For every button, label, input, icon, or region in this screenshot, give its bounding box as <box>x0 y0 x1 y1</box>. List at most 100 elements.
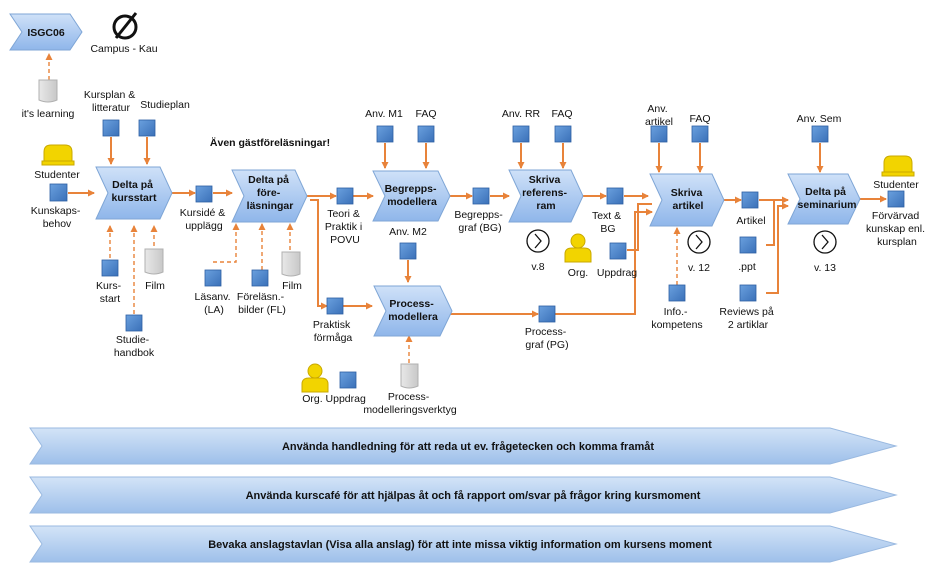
begreppsgraf-label-1: Begrepps- <box>454 209 503 221</box>
svg-text:Läsanv. (LA): Läsanv. (LA) <box>195 291 234 316</box>
svg-text:Reviews på 2 artiklar: Reviews på 2 artiklar <box>719 306 776 331</box>
begreppsgraf-label-2: graf (BG) <box>458 222 501 234</box>
doc-faq1 <box>417 125 435 143</box>
teori-label-1: Teori & <box>327 208 360 220</box>
kursstart-doc-label-1: Kurs- <box>96 280 122 292</box>
faq3-label: FAQ <box>689 113 710 125</box>
forvarvad-label-3: kursplan <box>877 236 917 248</box>
svg-text:Föreläsn.- bilder (FL): Föreläsn.- bilder (FL) <box>237 291 287 316</box>
banner-anslagstavla: Bevaka anslagstavlan (Visa alla anslag) … <box>29 525 898 563</box>
doc-faq2 <box>554 125 572 143</box>
svg-text:Teori & Praktik i: Teori & Praktik i POVU <box>325 208 365 246</box>
doc-studieplan <box>138 119 156 137</box>
doc-org-uppdrag1 <box>339 371 357 389</box>
referensram-line3: ram <box>536 200 555 212</box>
doc-kursstart <box>101 259 119 277</box>
forelasn-label-2: bilder (FL) <box>238 304 286 316</box>
tool-label-1: Process- <box>388 391 430 403</box>
seminarium-line1: Delta på <box>805 186 846 198</box>
studenter-end-label: Studenter <box>873 179 919 191</box>
film1-paper-icon <box>144 248 164 275</box>
kunskapsbehov-label-1: Kunskaps- <box>31 205 81 217</box>
svg-text:Kursplan & litteratur: Kursplan & litteratur <box>84 89 138 114</box>
info-label-2: kompetens <box>651 319 702 331</box>
praktisk-label-1: Praktisk <box>313 319 351 331</box>
kursplan-label-1: Kursplan & <box>84 89 135 101</box>
reviews-label-2: 2 artiklar <box>728 319 769 331</box>
person-icon-studenter-end <box>881 155 915 177</box>
forelasningar-line2: före- <box>257 187 281 199</box>
doc-begreppsgraf <box>472 187 490 205</box>
forelasn-label-1: Föreläsn.- <box>237 291 285 303</box>
org2-label: Org. <box>568 267 588 279</box>
ppt-label: .ppt <box>738 261 756 273</box>
clock-icon-v8 <box>526 229 550 253</box>
begrepp-line2: modellera <box>387 196 437 208</box>
uppdrag-label: Uppdrag <box>597 267 637 279</box>
svg-text:Skriva referens- r: Skriva referens- ram <box>522 174 570 212</box>
doc-forelasn <box>251 269 269 287</box>
paper-icons <box>144 248 419 389</box>
doc-text-bg <box>606 187 624 205</box>
svg-text:Info.- kompetens: Info.- kompetens <box>651 306 702 331</box>
svg-text:Kursidé & upplägg: Kursidé & upplägg <box>180 207 228 232</box>
campus-icon <box>112 12 138 40</box>
clock-icon-v12 <box>687 230 711 254</box>
film1-label: Film <box>145 280 165 292</box>
v13-label: v. 13 <box>814 262 836 274</box>
org-uppdrag1-label: Org. Uppdrag <box>302 393 366 405</box>
course-code-tag: ISGC06 <box>9 13 83 51</box>
seminarium-line2: seminarium <box>798 199 857 211</box>
anv-m2-label: Anv. M2 <box>389 226 427 238</box>
svg-text:Delta på seminarium: Delta på seminarium <box>798 186 857 211</box>
svg-text:Process- modellera: Process- modellera <box>388 298 438 323</box>
doc-kunskapsbehov <box>49 183 68 202</box>
tool-paper-icon <box>400 363 419 389</box>
processmod-line1: Process- <box>389 298 434 310</box>
lasanv-label-2: (LA) <box>204 304 224 316</box>
kursstart-line2: kursstart <box>112 192 157 204</box>
process-forelasningar: Delta på före- läsningar <box>231 169 308 223</box>
person-icon-org1 <box>301 363 329 393</box>
process-skriva-artikel: Skriva artikel <box>649 173 725 227</box>
banner-kurscafe-text: Använda kurscafé för att hjälpas åt och … <box>246 490 701 502</box>
kursstart-doc-label-2: start <box>100 293 121 305</box>
referensram-line1: Skriva <box>529 174 561 186</box>
person-icon-studenter-start <box>41 144 75 166</box>
faq2-label: FAQ <box>551 108 572 120</box>
v8-label: v.8 <box>531 261 544 273</box>
anv-artikel-label-2: artikel <box>645 116 673 128</box>
faq1-label: FAQ <box>415 108 436 120</box>
studiehandbok-label-2: handbok <box>114 347 155 359</box>
studieplan-label: Studieplan <box>140 99 190 111</box>
doc-faq3 <box>691 125 709 143</box>
forvarvad-label-1: Förvärvad <box>872 210 919 222</box>
documents <box>49 119 905 389</box>
doc-anv-m1 <box>376 125 394 143</box>
guest-lecture-note: Även gästföreläsningar! <box>210 136 330 149</box>
svg-text:Studie- handbok: Studie- handbok <box>114 334 155 359</box>
process-seminarium: Delta på seminarium <box>787 173 861 225</box>
forvarvad-label-2: kunskap enl. <box>866 223 925 235</box>
svg-text:Begrepps- modellera: Begrepps- modellera <box>385 183 440 208</box>
kursidé-label-1: Kursidé & <box>180 207 226 219</box>
doc-kursplan <box>102 119 120 137</box>
doc-artikel <box>741 191 759 209</box>
doc-lasanv <box>204 269 222 287</box>
dashed-connectors <box>45 53 681 363</box>
kursplan-label-2: litteratur <box>92 102 130 114</box>
reviews-label-1: Reviews på <box>719 306 773 318</box>
doc-processgraf <box>538 305 556 323</box>
tool-label-2: modelleringsverktyg <box>363 404 457 416</box>
lms-label: it's learning <box>22 108 75 120</box>
text-labels: Kursplan & litteratur Studieplan Student… <box>31 89 925 416</box>
film2-paper-icon <box>281 251 301 277</box>
referensram-line2: referens- <box>522 187 567 199</box>
kursstart-line1: Delta på <box>112 179 153 191</box>
text-bg-label-2: BG <box>600 223 615 235</box>
begrepp-line1: Begrepps- <box>385 183 437 195</box>
svg-text:Praktisk förmåga: Praktisk förmåga <box>313 319 353 344</box>
doc-anv-rr <box>512 125 530 143</box>
v12-label: v. 12 <box>688 262 710 274</box>
